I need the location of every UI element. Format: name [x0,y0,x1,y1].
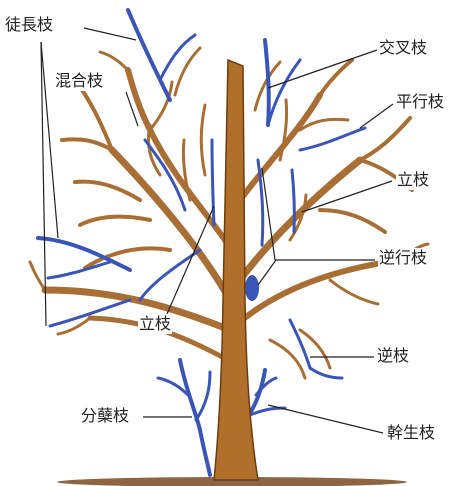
reverse-branch-knot [245,275,259,301]
label-root-sucker: 分蘖枝 [80,406,131,426]
label-water-sprout: 徒長枝 [4,15,55,35]
reverse-branch [288,318,312,370]
water-sprout-left [36,236,132,272]
ground-shadow [57,477,407,486]
label-upright-branch-center: 立枝 [138,314,173,334]
leader-lines [40,27,394,434]
label-parallel-branch: 平行枝 [395,92,446,112]
root-sucker [178,358,202,432]
tree-trunk [213,58,259,481]
label-trunk-sprout: 幹生枝 [386,423,437,443]
reverse-growing-branch [256,158,265,247]
label-reverse-branch: 逆枝 [376,346,411,366]
water-sprout-top [126,8,172,102]
crossed-mix-branch [143,138,187,212]
upright-branch-center [210,138,216,227]
parallel-branch [298,126,367,152]
label-mixed-branch: 混合枝 [54,71,105,91]
label-crossing-branch: 交叉枝 [378,38,429,58]
label-reverse-growing-branch: 逆行枝 [378,248,429,268]
crossing-branch [263,38,271,127]
label-upright-branch-right: 立枝 [396,170,431,190]
upright-branch-right [290,168,296,234]
